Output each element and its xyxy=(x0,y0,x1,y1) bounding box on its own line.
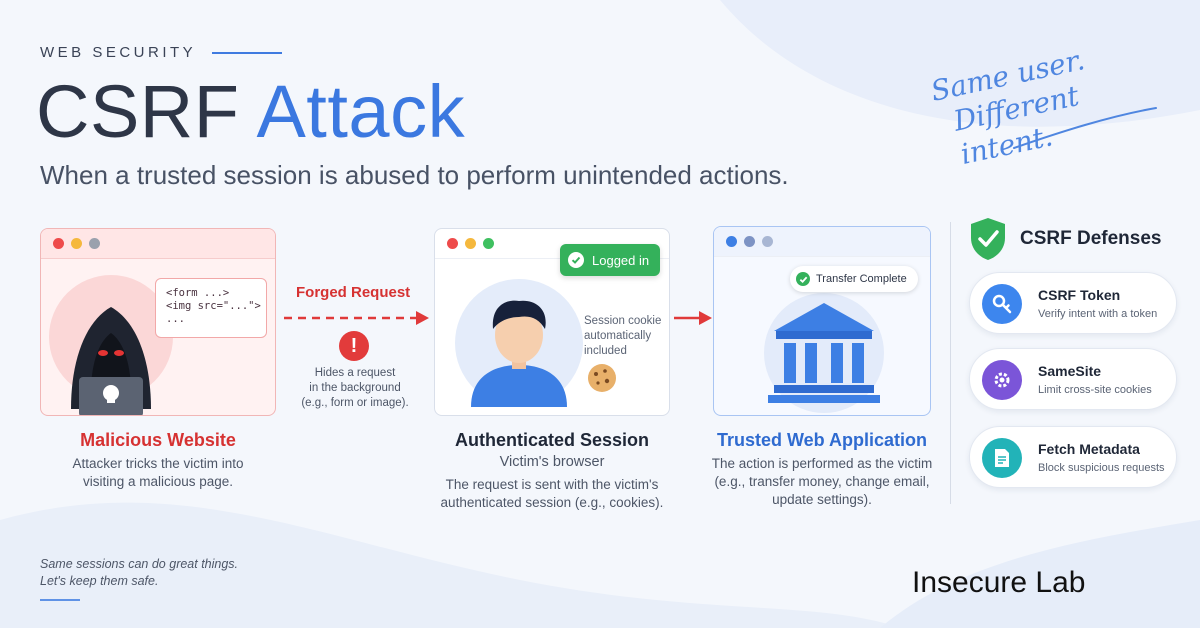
app-desc: The action is performed as the victim (e… xyxy=(700,455,944,509)
divider xyxy=(950,222,951,504)
web-application-window xyxy=(713,226,931,416)
cookie-icon xyxy=(588,364,616,392)
app-title: Trusted Web Application xyxy=(716,430,927,450)
solid-arrow xyxy=(674,311,712,325)
malicious-desc: Attacker tricks the victim into visiting… xyxy=(40,455,276,491)
brand-logo-text: Insecure Lab xyxy=(912,566,1086,599)
check-icon xyxy=(796,272,810,286)
logged-in-text: Logged in xyxy=(592,252,650,268)
note-line: Let's keep them safe. xyxy=(40,574,159,588)
desc-line: (e.g., transfer money, change email, xyxy=(714,474,930,489)
note-line: included xyxy=(584,345,627,357)
note-line: (e.g., form or image). xyxy=(301,397,409,409)
minimize-dot xyxy=(71,238,82,249)
warning-icon: ! xyxy=(339,331,369,361)
session-desc: The request is sent with the victim's au… xyxy=(424,476,680,512)
desc-line: The request is sent with the victim's xyxy=(445,477,659,492)
hacker-icon xyxy=(49,275,173,415)
note-line: automatically xyxy=(584,330,652,342)
note-line: in the background xyxy=(309,382,401,394)
desc-line: The action is performed as the victim xyxy=(711,456,933,471)
window-titlebar xyxy=(41,229,275,259)
window-titlebar xyxy=(714,227,930,257)
transfer-complete-text: Transfer Complete xyxy=(816,273,907,285)
minimize-dot xyxy=(744,236,755,247)
close-dot xyxy=(53,238,64,249)
defense-card-csrf-token: CSRF Token Verify intent with a token xyxy=(969,272,1177,334)
defense-name: Fetch Metadata xyxy=(1038,441,1140,457)
defense-desc: Verify intent with a token xyxy=(1038,308,1158,320)
code-line: <form ...> xyxy=(166,287,230,299)
bank-icon xyxy=(764,293,884,413)
shield-check-icon xyxy=(971,218,1005,260)
check-icon xyxy=(568,252,584,268)
dashed-arrow xyxy=(284,311,429,325)
code-line: ... xyxy=(166,313,185,325)
eyebrow-rule xyxy=(212,51,283,54)
footer-note: Same sessions can do great things. Let's… xyxy=(40,556,238,590)
title-part-1: CSRF xyxy=(36,70,240,153)
desc-line: Attacker tricks the victim into xyxy=(72,456,244,471)
document-icon xyxy=(982,438,1022,478)
desc-line: visiting a malicious page. xyxy=(82,474,234,489)
page-subtitle: When a trusted session is abused to perf… xyxy=(40,160,789,190)
defense-desc: Limit cross-site cookies xyxy=(1038,384,1152,396)
window-titlebar xyxy=(435,229,669,259)
forged-request-label: Forged Request xyxy=(296,284,411,301)
minimize-dot xyxy=(465,238,476,249)
close-dot xyxy=(447,238,458,249)
desc-line: authenticated session (e.g., cookies). xyxy=(440,495,664,510)
title-part-2: Attack xyxy=(256,70,466,153)
defenses-title: CSRF Defenses xyxy=(1020,228,1162,249)
footer-rule xyxy=(40,599,80,601)
note-line: Session cookie xyxy=(584,315,662,327)
defense-card-samesite: SameSite Limit cross-site cookies xyxy=(969,348,1177,410)
malicious-title: Malicious Website xyxy=(80,430,236,450)
eyebrow-text: WEB SECURITY xyxy=(40,44,197,61)
key-icon xyxy=(982,284,1022,324)
defense-card-fetch-metadata: Fetch Metadata Block suspicious requests xyxy=(969,426,1177,488)
close-dot xyxy=(726,236,737,247)
maximize-dot xyxy=(762,236,773,247)
cookie-note: Session cookie automatically included xyxy=(584,314,674,359)
logged-in-badge: Logged in xyxy=(560,244,660,276)
defense-name: CSRF Token xyxy=(1038,287,1121,303)
defense-name: SameSite xyxy=(1038,363,1102,379)
tagline-underline xyxy=(1013,107,1157,149)
session-title: Authenticated Session xyxy=(454,430,650,450)
code-snippet-bubble: <form ...> <img src="..."> ... xyxy=(155,278,267,338)
note-line: Same sessions can do great things. xyxy=(40,557,239,571)
note-line: Hides a request xyxy=(314,367,396,379)
defense-desc: Block suspicious requests xyxy=(1038,462,1165,474)
transfer-complete-badge: Transfer Complete xyxy=(790,266,918,292)
gear-icon xyxy=(982,360,1022,400)
forged-request-note: Hides a request in the background (e.g.,… xyxy=(298,366,412,411)
user-avatar-icon xyxy=(455,279,583,407)
code-line: <img src="..."> xyxy=(166,300,261,312)
page-title: CSRF Attack xyxy=(36,70,465,154)
maximize-dot xyxy=(89,238,100,249)
session-subtitle: Victim's browser xyxy=(499,454,605,470)
maximize-dot xyxy=(483,238,494,249)
desc-line: update settings). xyxy=(772,492,872,507)
eyebrow: WEB SECURITY xyxy=(40,44,283,61)
